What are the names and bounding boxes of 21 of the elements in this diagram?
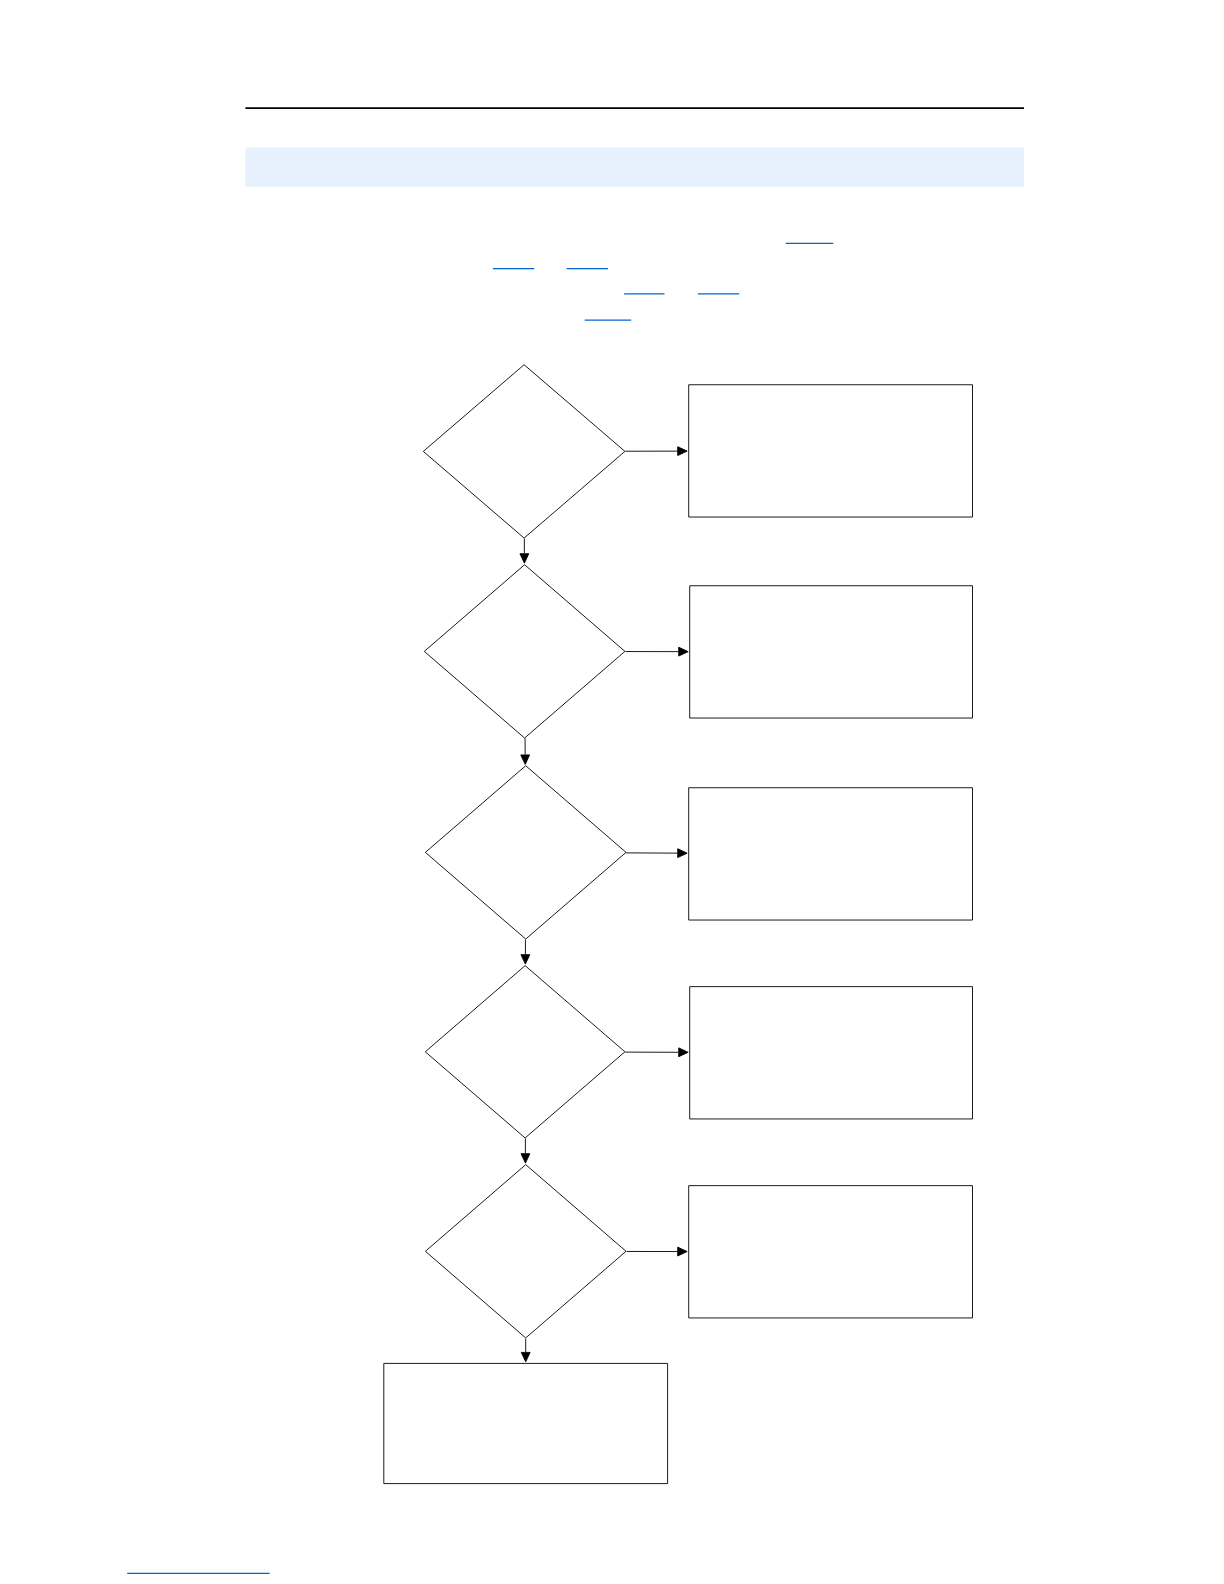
arrow [520, 1137, 531, 1164]
arrow [520, 737, 531, 765]
process-box [689, 585, 973, 719]
decision-diamond [423, 564, 626, 739]
process-box [688, 787, 973, 921]
decision-diamond [424, 765, 627, 940]
arrow [625, 848, 688, 858]
arrow [626, 1246, 688, 1257]
process-box [688, 384, 973, 518]
arrow [624, 646, 689, 657]
arrow [520, 939, 531, 965]
arrow [519, 538, 530, 564]
arrow [624, 1047, 689, 1058]
decision-diamond [424, 1164, 627, 1339]
process-box [689, 986, 973, 1120]
arrow [624, 446, 688, 456]
process-box [688, 1185, 973, 1319]
decision-diamond [424, 965, 626, 1139]
arrow [520, 1338, 531, 1363]
process-box [383, 1362, 669, 1485]
decision-diamond [422, 364, 626, 539]
